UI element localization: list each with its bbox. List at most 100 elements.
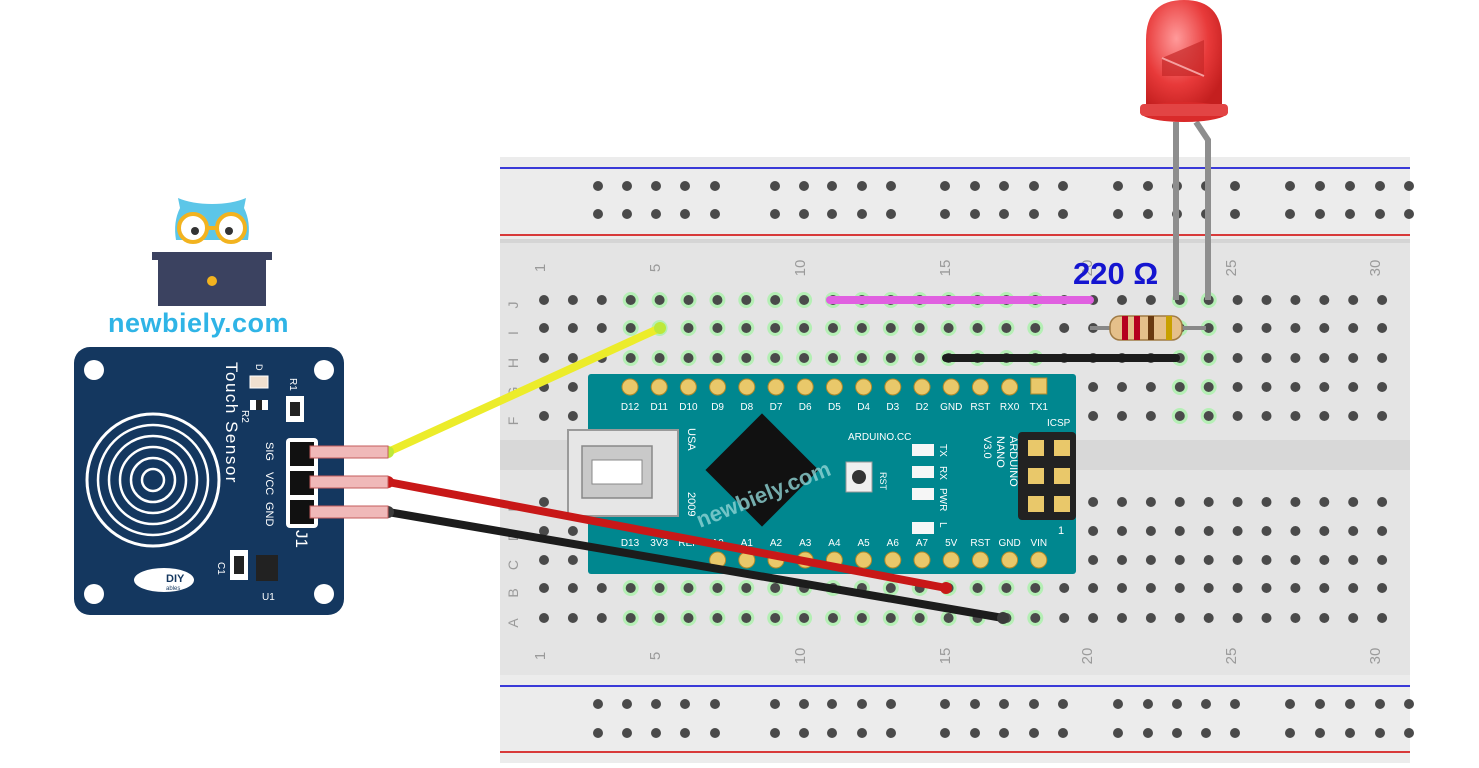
breadboard-hole xyxy=(1290,526,1301,536)
breadboard-hole xyxy=(1261,497,1272,507)
board-led-label: L xyxy=(937,522,948,528)
nano-pin-label-bottom: 3V3 xyxy=(650,538,668,549)
breadboard-hole xyxy=(1203,583,1214,593)
rail-hole xyxy=(622,181,632,191)
nano-pin-top xyxy=(884,378,902,396)
rail-hole xyxy=(1285,209,1295,219)
nano-pin-label-bottom: RST xyxy=(970,538,990,549)
rail-hole xyxy=(827,699,837,709)
rail-hole xyxy=(999,699,1009,709)
breadboard-hole xyxy=(885,353,896,363)
breadboard-hole xyxy=(1348,497,1359,507)
breadboard-hole xyxy=(567,613,578,623)
breadboard-hole xyxy=(712,323,723,333)
pin-gnd xyxy=(309,505,389,519)
nano-pin-label-top: D4 xyxy=(857,402,870,413)
sensor-component-label: D xyxy=(254,364,264,371)
rail-hole xyxy=(651,699,661,709)
rail-hole xyxy=(1113,181,1123,191)
rail-hole xyxy=(593,699,603,709)
rail-hole xyxy=(1404,728,1414,738)
nano-pin-label-bottom: A5 xyxy=(857,538,870,549)
diy-ables-logo xyxy=(134,568,194,592)
rail-hole xyxy=(1201,699,1211,709)
nano-pin-label-bottom: 5V xyxy=(945,538,958,549)
rail-hole xyxy=(1201,728,1211,738)
breadboard-hole xyxy=(1030,323,1041,333)
row-letter: A xyxy=(505,618,521,628)
breadboard-hole xyxy=(1117,583,1127,593)
icsp-pin xyxy=(1028,440,1044,456)
breadboard-hole xyxy=(1145,526,1156,536)
nano-pin-top xyxy=(650,378,668,396)
icsp-number: 1 xyxy=(1058,525,1064,537)
rail-hole xyxy=(710,728,720,738)
nano-pin-label-bottom: A2 xyxy=(770,538,783,549)
breadboard-hole xyxy=(1088,382,1099,392)
breadboard-hole xyxy=(1174,613,1185,623)
breadboard-hole xyxy=(625,613,636,623)
column-number-top: 10 xyxy=(792,260,809,277)
breadboard-hole xyxy=(1203,353,1214,363)
breadboard-hole xyxy=(1319,555,1330,565)
breadboard-hole xyxy=(1348,583,1359,593)
rail-hole xyxy=(651,209,661,219)
rail-hole xyxy=(827,209,837,219)
rail-hole xyxy=(999,209,1009,219)
breadboard-hole xyxy=(1290,411,1301,421)
nano-pin-label-top: D6 xyxy=(799,402,812,413)
breadboard-hole xyxy=(1232,497,1243,507)
rail-hole xyxy=(999,181,1009,191)
nano-pin-top xyxy=(971,378,989,396)
breadboard-hole xyxy=(1232,353,1243,363)
breadboard-hole xyxy=(1117,382,1127,392)
nano-pin-top xyxy=(913,378,931,396)
breadboard-hole xyxy=(1117,613,1127,623)
rail-hole xyxy=(799,181,809,191)
column-number-bottom: 1 xyxy=(532,652,549,660)
rail-hole xyxy=(1143,181,1153,191)
rail-hole xyxy=(970,181,980,191)
breadboard-hole xyxy=(1059,613,1070,623)
rail-hole xyxy=(1058,181,1068,191)
breadboard-hole xyxy=(1377,353,1388,363)
nano-model: NANO xyxy=(994,436,1006,468)
breadboard-hole xyxy=(1145,411,1156,421)
icsp-label: ICSP xyxy=(1047,418,1071,429)
breadboard-hole xyxy=(770,323,781,333)
breadboard-hole xyxy=(914,323,925,333)
nano-pin-bottom xyxy=(1001,551,1019,569)
breadboard-hole xyxy=(1174,526,1185,536)
sensor-component-label: R2 xyxy=(239,410,250,423)
rail-hole xyxy=(1285,699,1295,709)
rail-hole xyxy=(1375,728,1385,738)
breadboard-hole xyxy=(1261,382,1272,392)
breadboard-hole xyxy=(1348,613,1359,623)
board-led-label: TX xyxy=(937,444,948,457)
breadboard-hole xyxy=(1348,353,1359,363)
breadboard-hole xyxy=(567,411,578,421)
row-letter: H xyxy=(505,358,521,368)
row-letter: B xyxy=(505,588,521,597)
icsp-pin xyxy=(1028,496,1044,512)
rail-hole xyxy=(1230,209,1240,219)
rail-hole xyxy=(770,181,780,191)
rail-hole xyxy=(1230,728,1240,738)
breadboard-hole xyxy=(1174,382,1185,392)
nano-pin-label-top: TX1 xyxy=(1030,402,1049,413)
nano-pin-label-bottom: A6 xyxy=(887,538,900,549)
row-letter: F xyxy=(505,417,521,426)
breadboard-hole xyxy=(1030,583,1041,593)
breadboard-hole xyxy=(799,353,810,363)
breadboard-hole xyxy=(654,583,665,593)
rail-hole xyxy=(886,209,896,219)
breadboard-hole xyxy=(596,295,607,305)
nano-pin-top xyxy=(738,378,756,396)
breadboard-hole xyxy=(1088,555,1099,565)
sensor-pin-label: SIG xyxy=(263,442,275,461)
rail-hole xyxy=(799,209,809,219)
rail-hole xyxy=(857,728,867,738)
rail-hole xyxy=(710,699,720,709)
breadboard-hole xyxy=(1088,526,1099,536)
